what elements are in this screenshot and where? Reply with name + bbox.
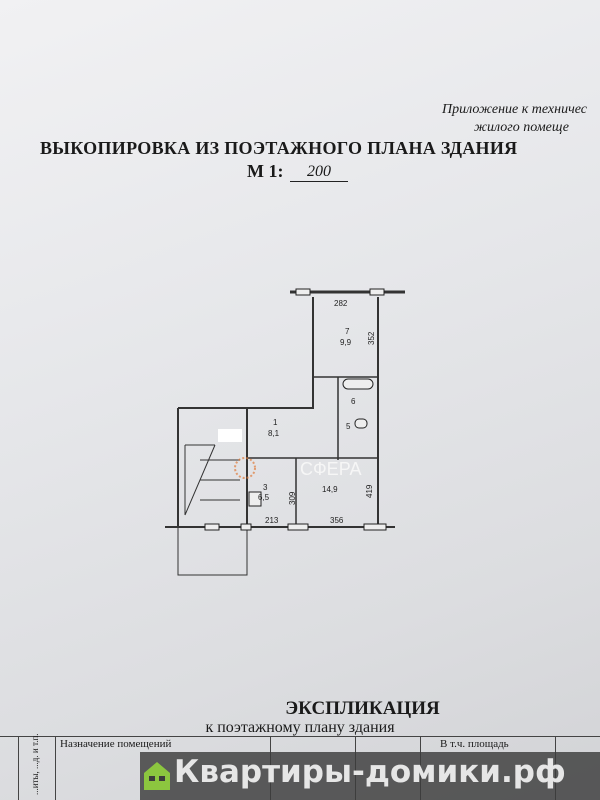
dimension-213: 213 — [265, 516, 279, 525]
watermark-text: СФЕРА — [300, 459, 362, 479]
room-6-number: 6 — [351, 397, 356, 406]
room-living-area: 14,9 — [322, 485, 338, 494]
scale-label: М 1: — [247, 161, 284, 181]
room-3-number: 3 — [263, 483, 268, 492]
redaction-box — [218, 429, 242, 442]
room-5-number: 5 — [346, 422, 351, 431]
dimension-309: 309 — [288, 491, 297, 505]
room-3-area: 6,5 — [258, 493, 270, 502]
dimension-356: 356 — [330, 516, 344, 525]
explication-table — [0, 736, 600, 800]
appendix-line-1: Приложение к техничес — [442, 102, 588, 117]
explication-title: ЭКСПЛИКАЦИЯ — [285, 698, 440, 719]
document-title: ВЫКОПИРОВКА ИЗ ПОЭТАЖНОГО ПЛАНА ЗДАНИЯ — [40, 138, 518, 158]
room-1-number: 1 — [273, 418, 278, 427]
scale-value: 200 — [290, 163, 348, 182]
table-col-area: В т.ч. площадь — [440, 738, 509, 750]
explication-subtitle: к поэтажному плану здания — [205, 719, 395, 736]
room-7-area: 9,9 — [340, 338, 352, 347]
dimension-419: 419 — [365, 484, 374, 498]
room-1-area: 8,1 — [268, 429, 280, 438]
site-watermark-banner: Квартиры-домики.рф — [140, 752, 600, 800]
dimension-282: 282 — [334, 299, 348, 308]
appendix-line-2: жилого помеще — [474, 120, 570, 135]
house-icon — [144, 762, 170, 790]
dimension-352: 352 — [367, 331, 376, 345]
room-7-number: 7 — [345, 327, 350, 336]
table-col-name: Назначение помещений — [60, 738, 172, 750]
table-col-left: ...иты, ...д. и т.п. — [30, 733, 40, 795]
banner-text: Квартиры-домики.рф — [174, 754, 566, 790]
watermark-logo-icon — [234, 457, 256, 479]
